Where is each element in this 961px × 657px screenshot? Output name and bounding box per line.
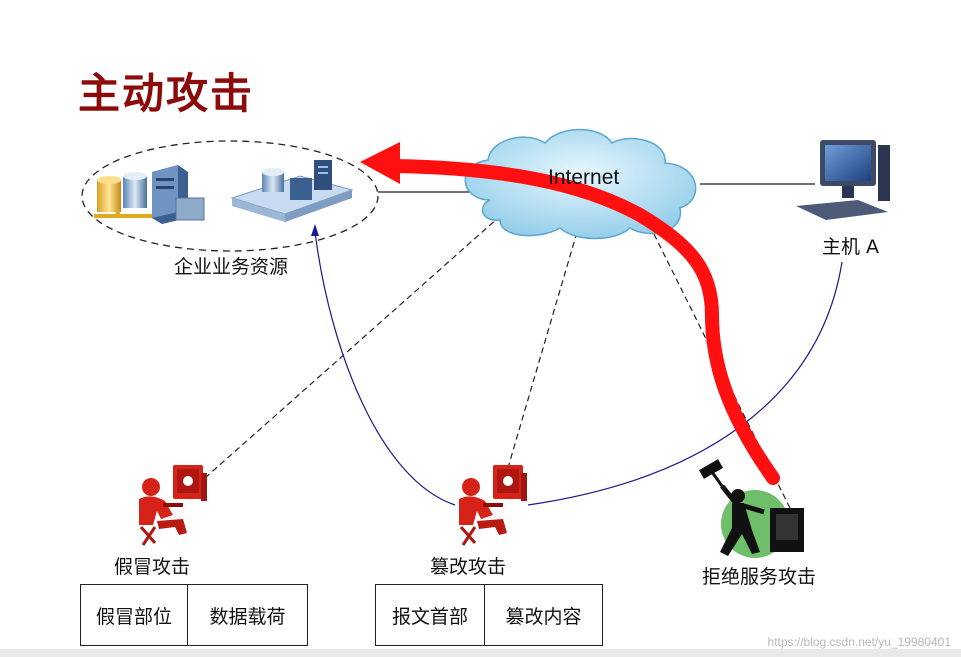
host-a-label: 主机 A (822, 236, 880, 258)
hacker-icon (459, 465, 527, 546)
tampered-content-cell: 篡改内容 (484, 585, 602, 645)
enterprise-label: 企业业务资源 (174, 256, 289, 278)
link-tamper-internet (504, 221, 581, 479)
bottom-strip (0, 649, 961, 657)
spoofing-packet-table: 假冒部位 数据载荷 (80, 584, 308, 646)
dos-label: 拒绝服务攻击 (702, 566, 817, 588)
desktop-computer-icon (796, 140, 890, 220)
spoofed-field-cell: 假冒部位 (95, 605, 172, 628)
watermark: https://blog.csdn.net/yu_19980401 (767, 635, 951, 649)
payload-cell: 数据载荷 (187, 585, 307, 645)
internet-label: Internet (548, 166, 620, 189)
traffic-arrowhead (311, 224, 319, 236)
tampering-packet-table: 报文首部 篡改内容 (375, 584, 603, 646)
enterprise-zone (81, 140, 379, 252)
page-title: 主动攻击 (78, 69, 255, 118)
server-icon (152, 165, 205, 224)
traffic-from-host (527, 261, 843, 506)
hammer-attacker-icon (698, 459, 804, 558)
network-rack-icon (230, 160, 354, 222)
spoofing-label: 假冒攻击 (114, 556, 191, 578)
database-icon (94, 172, 156, 218)
hacker-icon (139, 465, 207, 546)
dos-attack-arrow (388, 159, 780, 485)
dos-arrowhead (360, 142, 400, 184)
intercepted-traffic-to-enterprise (314, 231, 456, 506)
tampering-label: 篡改攻击 (430, 556, 507, 578)
header-cell: 报文首部 (391, 605, 468, 628)
link-spoof-internet (204, 217, 499, 479)
